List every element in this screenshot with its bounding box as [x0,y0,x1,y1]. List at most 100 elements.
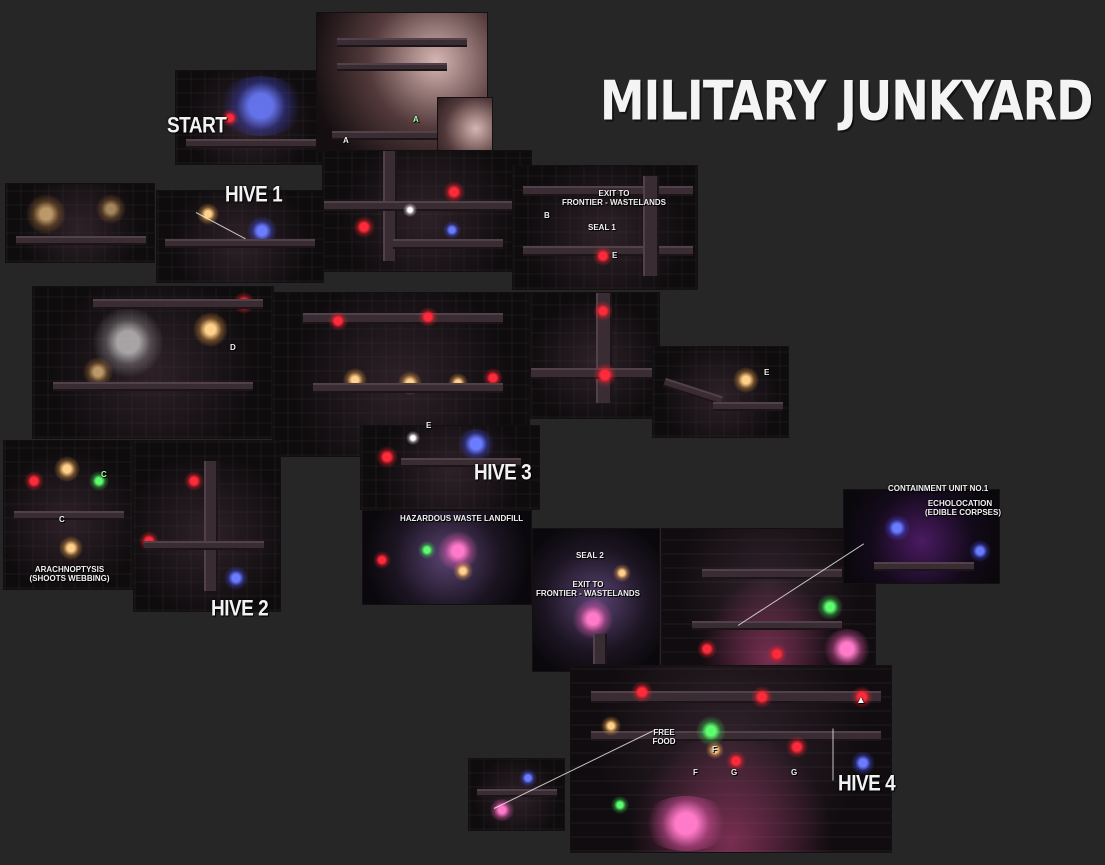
room-start [175,70,325,165]
marker-b: B [544,211,550,220]
free-food-line1: FREE [653,728,675,737]
horizontal-pipe [323,201,533,211]
marker-e: E [764,368,770,377]
blue-light [851,751,875,775]
marker-d: D [230,343,236,352]
marker-e: E [612,251,618,260]
purple-glow [216,76,306,136]
hive-3-label: HIVE 3 [474,461,532,486]
free-food-line2: FOOD [652,737,676,746]
room-seal-1 [512,165,698,290]
hive-1-label: HIVE 1 [225,183,283,208]
room-far-west [5,183,155,263]
vertical-pipe [204,461,218,591]
exit-bottom-line1: EXIT TO [572,580,604,589]
red-light [184,471,204,491]
room-hive-4 [570,665,892,853]
red-light [751,686,773,708]
hive-2-label: HIVE 2 [211,597,269,622]
green-light [611,796,629,814]
seal-1-label: SEAL 1 [588,223,616,232]
red-light [767,644,787,664]
room-seal-2 [532,528,660,672]
blue-light [456,429,496,459]
exit-bottom-label: EXIT TO FRONTIER - WASTELANDS [535,580,641,598]
green-light [817,594,843,620]
floor-pipe [332,131,472,140]
floor-pipe [874,562,974,571]
floor-pipe [393,239,503,249]
red-light [328,311,348,331]
room-hive-2 [133,440,281,612]
pink-crystal [489,799,515,821]
red-light [221,109,239,127]
floor-pipe [713,402,783,411]
exit-top-label: EXIT TO FRONTIER - WASTELANDS [559,189,669,207]
ceiling-pipe [702,569,842,579]
red-light [418,307,438,327]
arachnoptysis-label: ARACHNOPTYSIS (SHOOTS WEBBING) [22,565,117,583]
lamp [453,561,473,581]
lamp [733,367,759,393]
red-light [24,471,44,491]
room-hive-3 [360,425,540,510]
room-central-east [661,528,876,669]
lamp [54,456,80,482]
arachnoptysis-line1: ARACHNOPTYSIS [34,565,105,574]
marker-g: G [731,768,738,777]
green-light [89,471,109,491]
vertical-pipe [593,634,607,664]
blue-light [443,221,461,239]
echolocation-label: ECHOLOCATION (EDIBLE CORPSES) [925,499,1002,517]
horizontal-pipe [591,731,881,741]
hazardous-waste-label: HAZARDOUS WASTE LANDFILL [400,514,524,523]
lamp [193,312,228,347]
red-light [353,216,375,238]
marker-a: A [343,136,349,145]
lamp [197,203,219,225]
pink-crystal [641,796,731,851]
exit-bottom-line2: FRONTIER - WASTELANDS [536,589,640,598]
red-light [376,446,398,468]
marker-g: G [791,768,798,777]
blue-light [519,769,537,787]
red-light [593,363,617,387]
floor-pipe [401,458,521,467]
start-label: START [167,114,227,139]
hive-4-arrow [832,728,834,781]
red-light [726,751,746,771]
red-light [786,736,808,758]
room-machinery [32,286,274,439]
marker-c: C [101,470,107,479]
arrow-head-icon: ▲ [856,695,866,706]
room-east-e [652,346,789,438]
white-light [406,431,420,445]
map-title: MILITARY JUNKYARD [600,70,1093,133]
floor-pipe [186,139,316,148]
floor-pipe [313,383,503,393]
vertical-pipe [643,176,659,276]
room-east-corridor [530,292,661,419]
red-light [373,551,391,569]
exit-top-line1: EXIT TO [598,189,630,198]
lamp [59,536,83,560]
floor-pipe [53,382,253,391]
seal-2-label: SEAL 2 [576,551,604,560]
ceiling-pipe [591,691,881,703]
ceiling-pipe [93,299,263,309]
free-food-label: FREE FOOD [650,728,678,746]
ceiling-beam [337,38,467,47]
pink-crystal [573,599,613,639]
pink-crystal [822,629,872,669]
floor-pipe [16,236,146,245]
red-light [443,181,465,203]
room-entry-shaft [316,12,488,152]
echolocation-line2: (EDIBLE CORPSES) [925,508,1002,517]
horizontal-pipe [523,186,693,196]
blue-light [224,566,248,590]
lamp [601,716,621,736]
lamp [96,194,126,224]
marker-f: F [712,745,717,754]
floor-pipe [165,239,315,248]
red-light [593,246,613,266]
